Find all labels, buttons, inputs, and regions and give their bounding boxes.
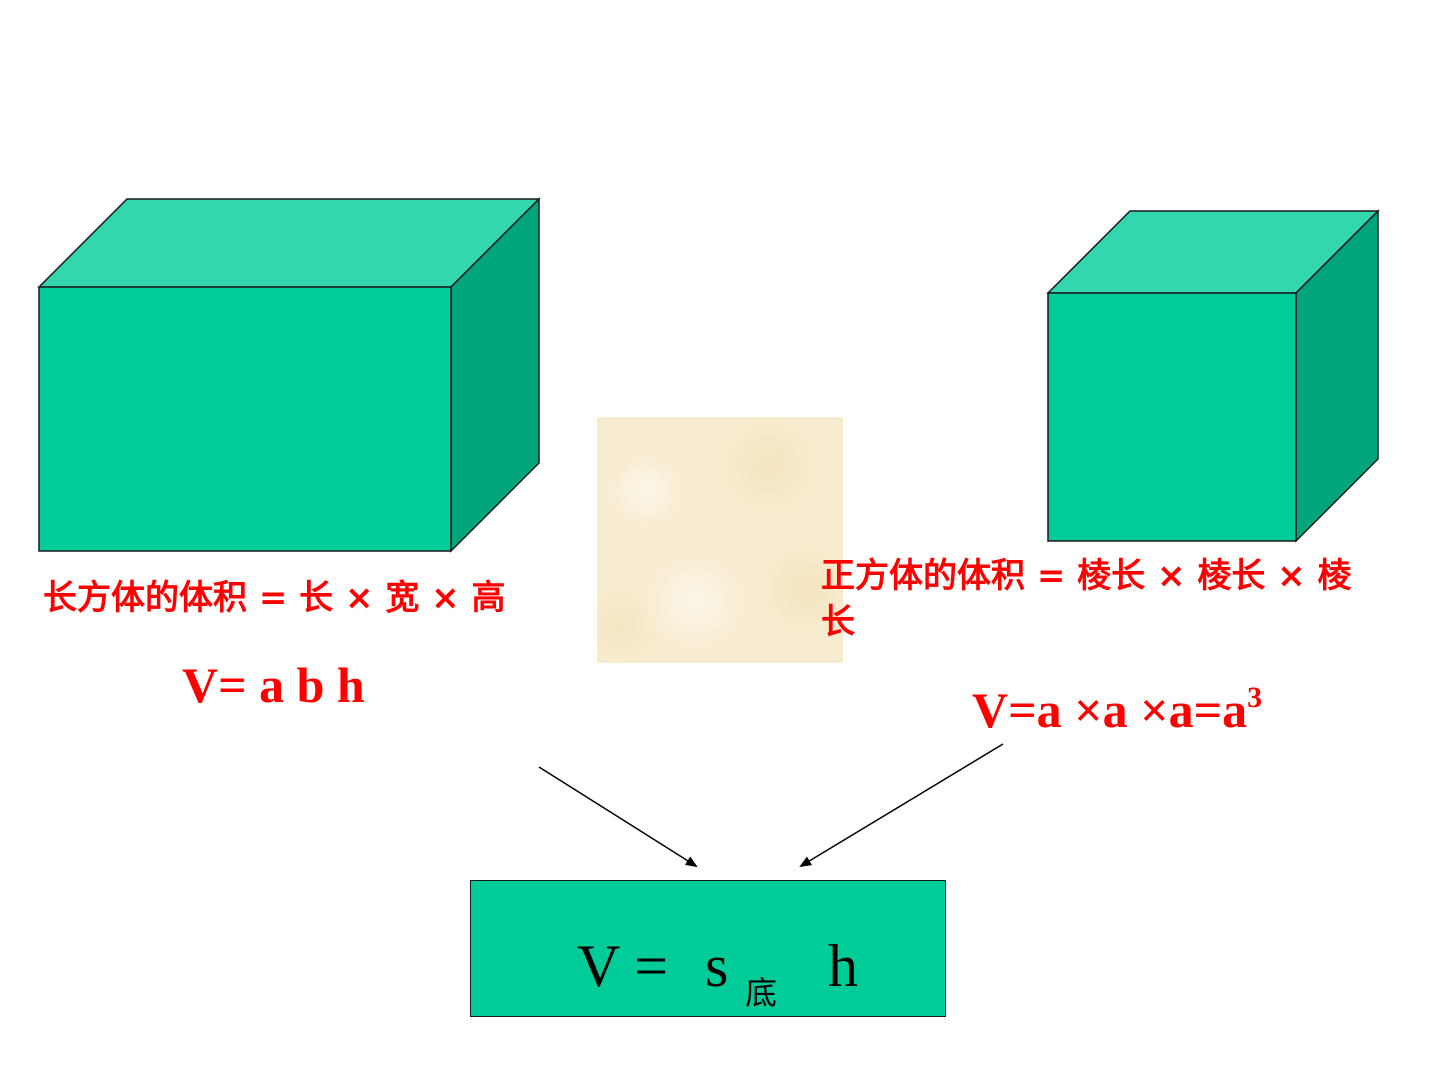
cube-formula-base: V=a ×a ×a=a (972, 682, 1248, 738)
cuboid-shape (37, 197, 541, 553)
cube-front-face (1047, 292, 1297, 542)
cube-shape (1046, 209, 1380, 543)
arrow-left (538, 766, 698, 868)
cuboid-caption: 长方体的体积 = 长 × 宽 × 高 (43, 578, 506, 618)
result-subscript: 底 (745, 974, 778, 1012)
arrow-right (799, 743, 1004, 868)
cube-formula-exponent: 3 (1247, 681, 1263, 714)
cube-caption-line2: 长 (821, 602, 855, 642)
result-h: h (828, 933, 858, 999)
result-box: V = s 底 h (470, 880, 946, 1017)
cuboid-front-face (38, 286, 452, 552)
result-lhs: V = (577, 933, 669, 999)
cube-formula: V=a ×a ×a=a3 (972, 680, 1262, 740)
result-s: s (705, 933, 729, 999)
cube-caption-line1: 正方体的体积 = 棱长 × 棱长 × 棱 (821, 556, 1352, 596)
texture-square (597, 417, 843, 663)
cuboid-formula: V= a b h (182, 657, 365, 713)
